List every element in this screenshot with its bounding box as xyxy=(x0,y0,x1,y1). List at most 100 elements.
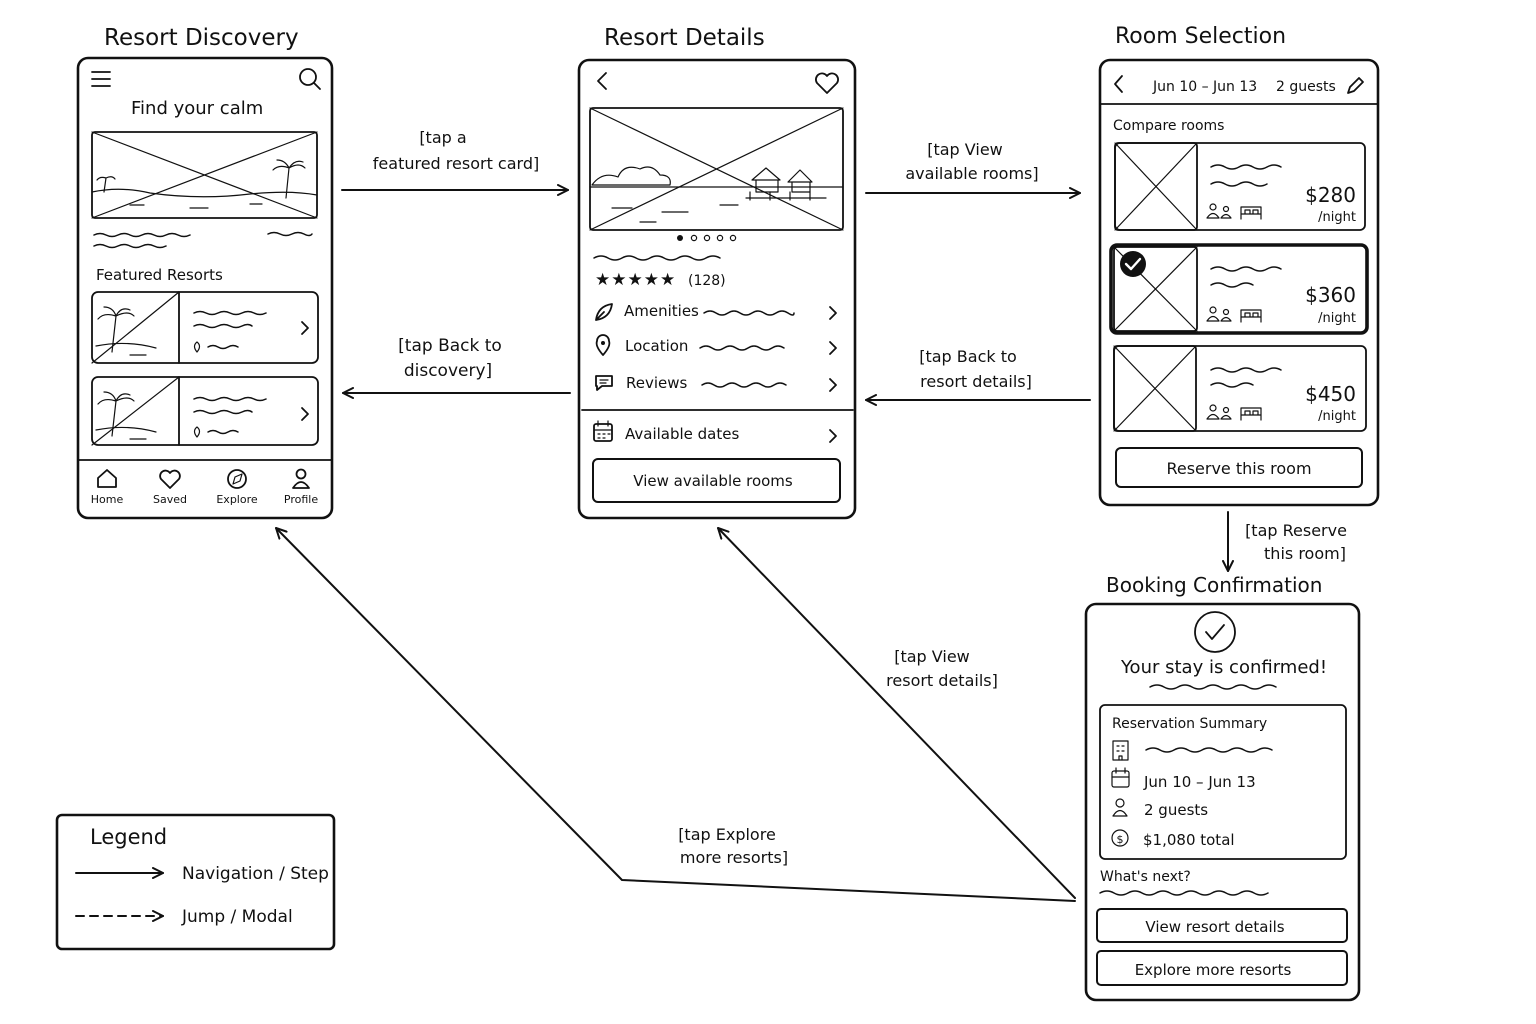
detail-row-reviews[interactable]: Reviews xyxy=(595,374,837,392)
svg-text:[tap a: [tap a xyxy=(419,128,466,147)
legend-title: Legend xyxy=(90,825,167,849)
svg-text:discovery]: discovery] xyxy=(404,361,492,381)
back-icon[interactable] xyxy=(1114,75,1123,93)
whats-next-label: What's next? xyxy=(1100,869,1191,885)
resort-photo[interactable] xyxy=(589,107,844,231)
arrow-confirmation-to-discovery xyxy=(275,527,1076,902)
chevron-right-icon xyxy=(829,378,837,392)
detail-row-label: Location xyxy=(625,337,688,355)
svg-text:this room]: this room] xyxy=(1264,544,1346,563)
carousel-dots[interactable] xyxy=(677,234,737,242)
chevron-right-icon xyxy=(301,321,309,335)
featured-resorts-title: Featured Resorts xyxy=(96,266,223,284)
reserve-this-room-button[interactable]: Reserve this room xyxy=(1115,447,1363,488)
nav-label: Explore xyxy=(216,493,258,506)
calendar-icon xyxy=(593,420,613,442)
svg-text:[tap View: [tap View xyxy=(894,647,970,666)
nav-home[interactable]: Home xyxy=(91,469,124,506)
reservation-summary-card: Reservation Summary Jun 10 – Jun 13 2 gu… xyxy=(1099,704,1347,860)
nav-saved[interactable]: Saved xyxy=(153,469,187,506)
search-icon[interactable] xyxy=(299,68,321,90)
stars-icon: ★★★★★ xyxy=(595,270,676,290)
transition-label: [tap Back to resort details] xyxy=(919,347,1032,391)
detail-row-label: Amenities xyxy=(624,302,699,320)
room-option[interactable]: $450 /night xyxy=(1113,345,1367,432)
user-icon xyxy=(1112,798,1128,817)
pin-icon xyxy=(193,341,201,353)
svg-text:resort details]: resort details] xyxy=(920,372,1032,391)
detail-row-location[interactable]: Location xyxy=(595,334,837,356)
discovery-heading: Find your calm xyxy=(131,98,263,119)
svg-text:available rooms]: available rooms] xyxy=(905,164,1038,183)
pin-icon xyxy=(193,426,201,438)
favorite-heart-icon[interactable] xyxy=(815,72,839,94)
menu-icon[interactable] xyxy=(91,71,111,87)
room-price-unit: /night xyxy=(1318,210,1356,225)
nav-explore[interactable]: Explore xyxy=(216,469,258,506)
explore-more-resorts-button[interactable]: Explore more resorts xyxy=(1096,950,1348,986)
home-icon xyxy=(97,469,117,488)
button-label: Reserve this room xyxy=(1166,459,1311,478)
screen-title-discovery: Resort Discovery xyxy=(104,25,299,51)
button-label: Explore more resorts xyxy=(1135,961,1292,979)
screen-title-confirmation: Booking Confirmation xyxy=(1106,573,1322,597)
room-option[interactable]: $280 /night xyxy=(1114,142,1366,231)
rating-count: (128) xyxy=(688,273,726,289)
pin-icon xyxy=(595,334,611,356)
details-screen: ★★★★★ (128) Amenities Location Review xyxy=(577,58,857,520)
svg-text:[tap View: [tap View xyxy=(927,140,1003,159)
bed-icon xyxy=(1240,206,1262,220)
view-resort-details-button[interactable]: View resort details xyxy=(1096,908,1348,943)
legend-label: Jump / Modal xyxy=(181,907,293,927)
available-dates-row[interactable]: Available dates xyxy=(593,420,837,443)
summary-total: $1,080 total xyxy=(1143,831,1235,849)
edit-pencil-icon[interactable] xyxy=(1347,77,1364,94)
room-option-selected[interactable]: $360 /night xyxy=(1109,243,1369,335)
transition-label: [tap Back to discovery] xyxy=(398,336,502,381)
back-icon[interactable] xyxy=(597,72,607,90)
success-check-icon xyxy=(1194,611,1236,653)
star-rating: ★★★★★ (128) xyxy=(595,270,726,290)
svg-text:resort details]: resort details] xyxy=(886,671,998,690)
bed-icon xyxy=(1240,309,1262,323)
svg-text:[tap Back to: [tap Back to xyxy=(398,336,502,356)
confirmation-headline: Your stay is confirmed! xyxy=(1120,657,1327,678)
svg-text:featured resort card]: featured resort card] xyxy=(373,154,539,173)
room-price-unit: /night xyxy=(1318,409,1356,424)
transition-label: [tap View available rooms] xyxy=(905,140,1038,183)
svg-text:more resorts]: more resorts] xyxy=(680,848,788,867)
check-selected-icon xyxy=(1120,251,1146,277)
view-available-rooms-button[interactable]: View available rooms xyxy=(592,458,841,503)
featured-resort-card[interactable] xyxy=(91,291,319,364)
summary-guests: 2 guests xyxy=(1144,801,1208,819)
transition-label: [tap Explore more resorts] xyxy=(678,825,788,867)
featured-resort-card[interactable] xyxy=(91,376,319,446)
calendar-icon xyxy=(1111,767,1130,788)
guests-icon xyxy=(1206,404,1232,420)
transition-label: [tap View resort details] xyxy=(886,647,998,690)
chevron-right-icon xyxy=(829,341,837,355)
arrow-confirmation-to-details xyxy=(717,527,1076,899)
summary-dates: Jun 10 – Jun 13 xyxy=(1143,773,1256,791)
svg-text:[tap Back to: [tap Back to xyxy=(919,347,1017,366)
discovery-screen: Find your calm Featured Resorts xyxy=(76,56,334,520)
button-label: View resort details xyxy=(1145,918,1284,936)
rooms-screen: Jun 10 – Jun 13 2 guests Compare rooms $… xyxy=(1098,58,1380,507)
detail-row-amenities[interactable]: Amenities xyxy=(595,302,837,321)
heart-icon xyxy=(159,469,181,489)
transition-arrows xyxy=(275,184,1234,902)
bed-icon xyxy=(1240,407,1262,421)
compare-rooms-label: Compare rooms xyxy=(1113,118,1224,134)
chevron-right-icon xyxy=(301,407,309,421)
legend-label: Navigation / Step xyxy=(182,864,329,884)
svg-text:[tap Reserve: [tap Reserve xyxy=(1245,521,1347,540)
available-dates-label: Available dates xyxy=(625,425,739,443)
room-price-unit: /night xyxy=(1318,311,1356,326)
nav-profile[interactable]: Profile xyxy=(284,468,318,507)
svg-text:$: $ xyxy=(1117,833,1124,846)
chevron-right-icon xyxy=(829,306,837,320)
room-price: $360 xyxy=(1305,283,1356,307)
room-price: $280 xyxy=(1305,183,1356,207)
hero-image[interactable] xyxy=(91,131,318,219)
